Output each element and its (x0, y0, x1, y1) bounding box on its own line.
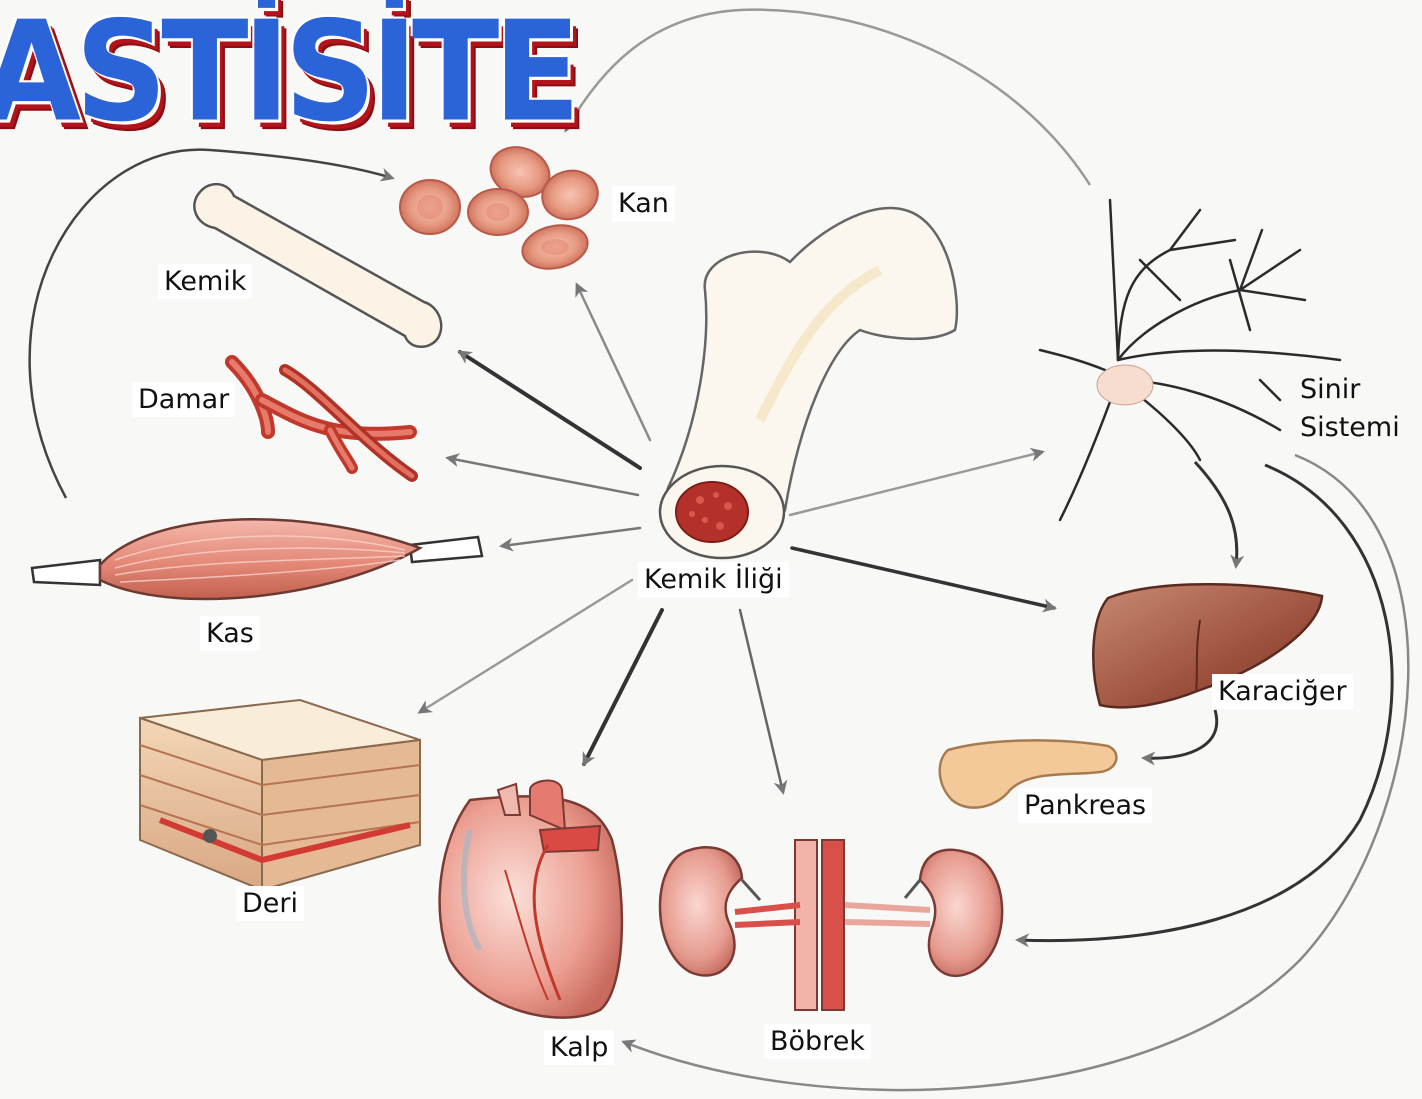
label-kas: Kas (200, 616, 260, 651)
muscle-illustration (32, 519, 482, 599)
femur-illustration (660, 208, 957, 558)
skin-illustration (140, 700, 420, 890)
label-damar: Damar (132, 382, 235, 417)
label-bobrek: Böbrek (764, 1024, 871, 1059)
label-kemik: Kemik (158, 264, 252, 299)
nerve-cell-body (1097, 365, 1153, 405)
label-kemik-iligi: Kemik İliği (638, 562, 789, 597)
curve-sinir-to-kan (566, 10, 1090, 185)
kidney-illustration (660, 840, 1002, 1010)
label-kalp: Kalp (544, 1030, 614, 1065)
label-kan: Kan (612, 186, 675, 221)
label-deri: Deri (236, 886, 304, 921)
arrow-karaciger-to-pankreas (1144, 710, 1217, 758)
page-title: ASTİSİTE (0, 0, 575, 153)
heart-illustration (440, 781, 622, 1018)
blood-cells (400, 139, 603, 274)
label-sinir-line1: Sinir (1294, 372, 1366, 407)
label-sinir-line2: Sistemi (1294, 410, 1406, 445)
label-pankreas: Pankreas (1018, 788, 1152, 823)
vessel-illustration (232, 362, 412, 476)
arrow-sinir-to-karaciger (1195, 462, 1237, 566)
nerve-cell-illustration (1040, 200, 1340, 520)
label-karaciger: Karaciğer (1212, 674, 1353, 709)
